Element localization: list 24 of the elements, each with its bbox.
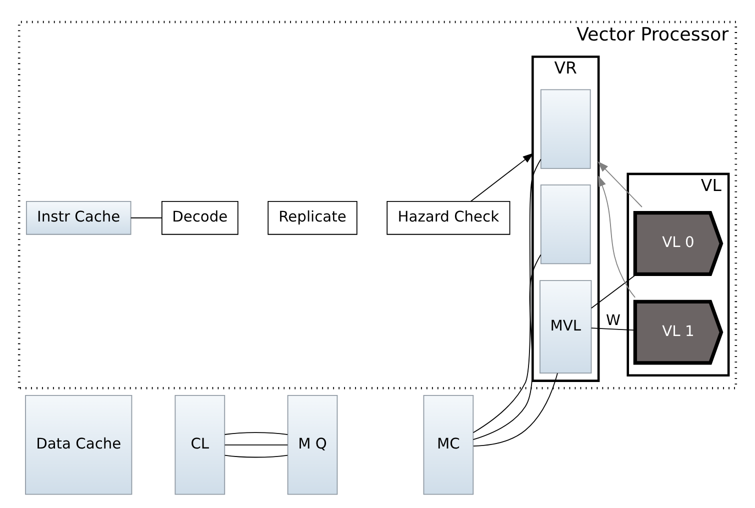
node-box: Replicate xyxy=(268,200,358,234)
node-box: CL xyxy=(174,394,226,494)
connector xyxy=(224,432,288,434)
node-box: M Q xyxy=(287,394,338,494)
node-box: Hazard Check xyxy=(386,200,510,234)
edge-label: W xyxy=(606,311,620,328)
node-box: Data Cache xyxy=(25,394,132,494)
node-box xyxy=(540,88,591,168)
node-box xyxy=(540,184,591,264)
connector xyxy=(590,274,636,308)
connector xyxy=(590,327,636,330)
connector xyxy=(472,158,542,433)
connector xyxy=(224,444,288,445)
arrow xyxy=(598,174,636,298)
node-box: MC xyxy=(423,394,474,494)
connector xyxy=(472,254,542,440)
node-box: Instr Cache xyxy=(26,200,132,234)
connector xyxy=(224,454,288,458)
connector xyxy=(473,372,558,446)
node-box: Decode xyxy=(161,200,238,234)
arrow xyxy=(470,152,534,202)
node-box: MVL xyxy=(540,280,592,373)
arrow xyxy=(598,160,642,207)
connector xyxy=(130,216,162,218)
